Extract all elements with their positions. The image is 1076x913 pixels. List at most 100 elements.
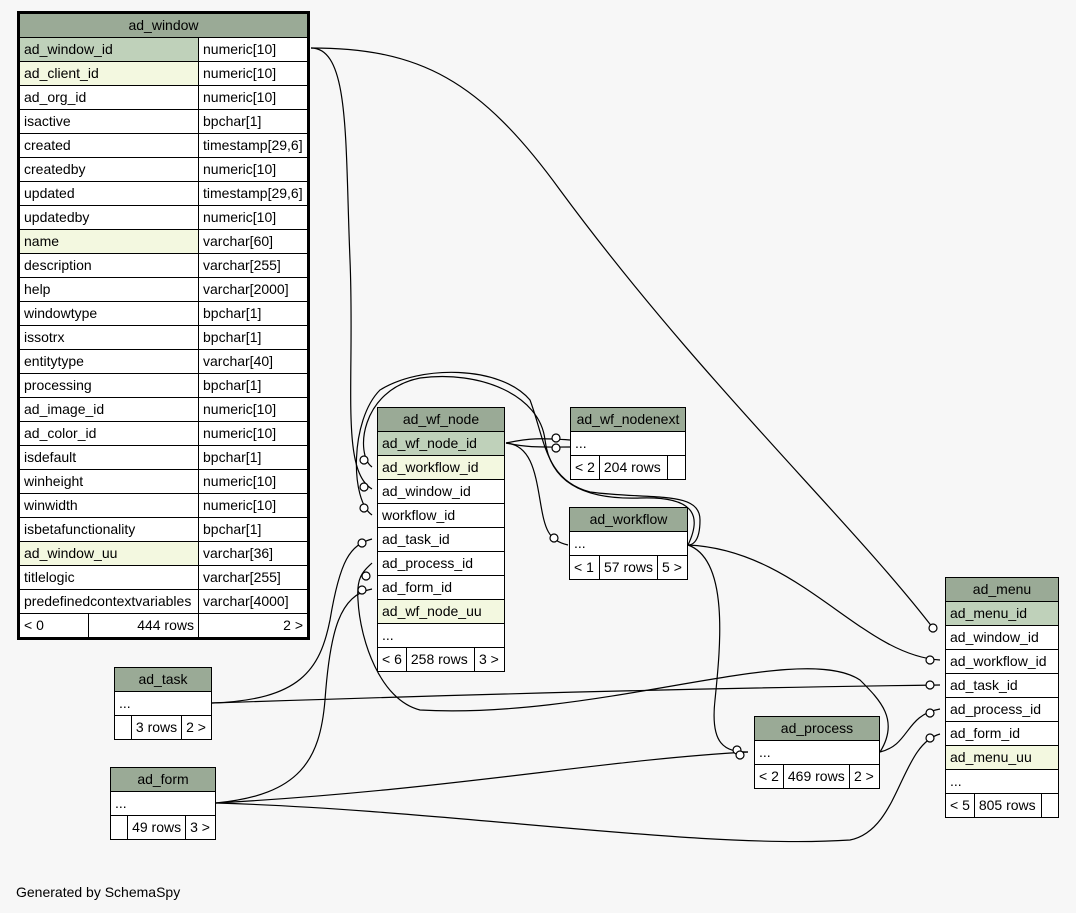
table-title[interactable]: ad_form (110, 767, 216, 792)
children-count[interactable] (666, 455, 687, 480)
table-title[interactable]: ad_task (114, 667, 212, 692)
column-type: bpchar[1] (198, 517, 309, 542)
table-row[interactable]: ad_wf_node_id (377, 431, 505, 456)
table-ad-process[interactable]: ad_process ... < 2 469 rows 2 > (754, 716, 881, 789)
column-type: numeric[10] (198, 37, 309, 62)
children-count[interactable]: 3 > (473, 647, 506, 672)
children-count[interactable]: 5 > (657, 555, 688, 580)
table-row[interactable]: ... (377, 623, 505, 648)
table-title[interactable]: ad_wf_node (377, 407, 505, 432)
edge-wfnode-nodenext-1 (505, 438, 571, 444)
table-body-ellipsis: ... (570, 431, 686, 456)
table-row[interactable]: ad_window_id (945, 625, 1059, 650)
table-title[interactable]: ad_workflow (569, 507, 688, 532)
parents-count[interactable] (109, 815, 129, 840)
column-name: updated (18, 181, 199, 206)
table-row[interactable]: ad_menu_id (945, 601, 1059, 626)
column-name: ad_workflow_id (377, 455, 505, 480)
table-ad-form[interactable]: ad_form ... 49 rows 3 > (109, 767, 216, 840)
column-type: varchar[40] (198, 349, 309, 374)
table-title[interactable]: ad_wf_nodenext (570, 407, 686, 432)
children-count[interactable]: 2 > (198, 613, 309, 639)
parents-count[interactable]: < 5 (945, 793, 975, 818)
edge-task-menu (211, 684, 941, 704)
edge-form-process (215, 751, 749, 804)
children-count[interactable]: 2 > (848, 764, 881, 789)
table-row[interactable]: ad_wf_node_uu (377, 599, 505, 624)
row-count: 204 rows (598, 455, 668, 480)
table-row[interactable]: ad_workflow_id (377, 455, 505, 480)
edge-window-wfnode (310, 47, 373, 490)
table-row[interactable]: ad_form_id (377, 575, 505, 600)
table-title[interactable]: ad_menu (945, 577, 1059, 602)
edge-end-circle (925, 708, 935, 718)
column-type: varchar[2000] (198, 277, 309, 302)
edge-task-wfnode (211, 538, 373, 704)
table-row[interactable]: ... (945, 769, 1059, 794)
table-row[interactable]: ad_form_id (945, 721, 1059, 746)
table-row[interactable]: ad_process_id (377, 551, 505, 576)
column-name: ad_task_id (377, 527, 505, 552)
table-title[interactable]: ad_process (754, 716, 880, 741)
children-count[interactable] (1041, 793, 1059, 818)
table-title[interactable]: ad_window (18, 12, 309, 38)
table-row[interactable]: workflow_id (377, 503, 505, 528)
column-name: titlelogic (18, 565, 199, 590)
parents-count[interactable] (114, 715, 132, 740)
column-type: varchar[60] (198, 229, 309, 254)
column-name: ad_client_id (18, 61, 199, 86)
column-name: ... (377, 623, 505, 648)
table-row[interactable]: ad_workflow_id (945, 649, 1059, 674)
row-count: 469 rows (782, 764, 850, 789)
table-row[interactable]: ad_menu_uu (945, 745, 1059, 770)
table-row[interactable]: ad_task_id (945, 673, 1059, 698)
children-count[interactable]: 2 > (181, 715, 212, 740)
table-ad-task[interactable]: ad_task ... 3 rows 2 > (114, 667, 212, 740)
parents-count[interactable]: < 2 (570, 455, 600, 480)
column-name: issotrx (18, 325, 199, 350)
table-row[interactable]: ad_window_id (377, 479, 505, 504)
parents-count[interactable]: < 6 (377, 647, 407, 672)
parents-count[interactable]: < 0 (18, 613, 89, 639)
table-ad-wf-nodenext[interactable]: ad_wf_nodenext ... < 2 204 rows (570, 407, 687, 480)
parents-count[interactable]: < 2 (754, 764, 784, 789)
edge-wfnode-workflowid (362, 375, 695, 546)
column-type: timestamp[29,6] (198, 133, 309, 158)
row-count: 805 rows (973, 793, 1043, 818)
table-row[interactable]: ad_task_id (377, 527, 505, 552)
column-type: bpchar[1] (198, 445, 309, 470)
children-count[interactable]: 3 > (185, 815, 216, 840)
column-name: workflow_id (377, 503, 505, 528)
parents-count[interactable]: < 1 (569, 555, 600, 580)
table-ad-workflow[interactable]: ad_workflow ... < 1 57 rows 5 > (569, 507, 688, 580)
table-row[interactable]: ad_process_id (945, 697, 1059, 722)
